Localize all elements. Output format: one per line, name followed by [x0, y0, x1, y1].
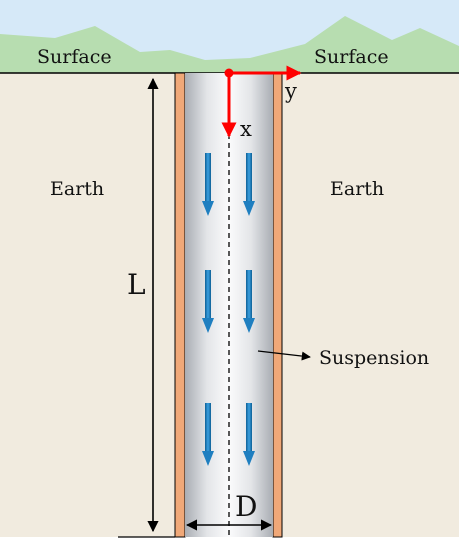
- suspension-leader: [257, 350, 311, 361]
- flow-arrow: [243, 403, 255, 466]
- flow-arrow: [243, 270, 255, 333]
- coordinate-axes: [221, 65, 302, 138]
- x-axis-label: x: [240, 117, 252, 141]
- y-axis-label: y: [284, 79, 297, 103]
- flow-arrow: [202, 403, 214, 466]
- flow-arrow: [202, 153, 214, 216]
- flow-arrows: [202, 153, 255, 466]
- diameter-label: D: [235, 490, 257, 523]
- suspension-label: Suspension: [319, 347, 429, 369]
- surface-label-right: Surface: [314, 46, 389, 68]
- flow-arrow: [202, 270, 214, 333]
- bottom-margin: [0, 537, 459, 550]
- casing-right-wall: [272, 72, 283, 538]
- hills: [0, 16, 459, 73]
- origin-point: [224, 68, 234, 78]
- earth-label-right: Earth: [330, 178, 384, 200]
- surface-label-left: Surface: [37, 46, 112, 68]
- earth-label-left: Earth: [50, 178, 104, 200]
- flow-arrow: [243, 153, 255, 216]
- length-label: L: [127, 268, 146, 301]
- casing-left-wall: [174, 72, 186, 538]
